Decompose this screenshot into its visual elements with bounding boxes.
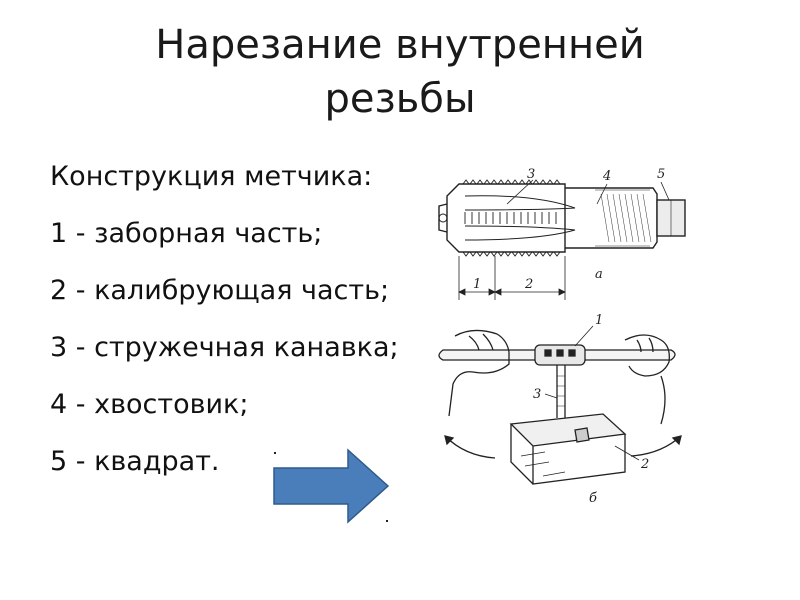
hatch-line (600, 193, 610, 243)
list-item: 2 - калибрующая часть; (50, 275, 390, 306)
tap-parts-list: Конструкция метчика: 1 - заборная часть;… (50, 148, 430, 490)
wrench-label-1: 1 (595, 313, 603, 328)
tap-threaded-part (446, 183, 566, 253)
thread-tooth (462, 179, 470, 257)
list-item: 4 - хвостовик; (50, 389, 249, 420)
thread-tooth (497, 179, 505, 257)
right-hand (624, 334, 670, 425)
list-item: 5 - квадрат. (50, 446, 220, 477)
wrench-tap-shaft (556, 365, 566, 418)
tap-drawing: 3 4 5 1 2 а (425, 160, 700, 305)
tap-wrench-drawing: 1 3 2 б (425, 306, 700, 511)
hatch-line (618, 193, 628, 243)
thread-tooth (518, 179, 526, 257)
tap-label-3: 3 (527, 167, 535, 182)
tap-label-4: 4 (602, 169, 611, 184)
tap-label-1: 1 (473, 277, 481, 292)
wrench-label-2: 2 (640, 457, 649, 472)
tap-thread-teeth (462, 179, 561, 257)
tap-caption-a: а (595, 267, 603, 282)
hatch-line (606, 193, 616, 243)
tap-wrench-background (425, 306, 700, 511)
thread-tooth (469, 179, 477, 257)
list-item: 3 - стружечная канавка; (50, 332, 399, 363)
stray-dot (386, 520, 388, 522)
thread-tooth (504, 179, 512, 257)
stray-dot (274, 452, 276, 454)
tap-leaders (506, 179, 670, 205)
hatch-line (612, 193, 622, 243)
hatch-line (636, 193, 646, 243)
thread-tooth (490, 179, 498, 257)
thread-tooth (532, 179, 540, 257)
list-item: 1 - заборная часть; (50, 218, 323, 249)
tap-label-2: 2 (524, 277, 533, 292)
hatch-line (624, 193, 634, 243)
hatch-line (642, 193, 652, 243)
list-heading: Конструкция метчика: (50, 161, 373, 192)
right-arrow-icon (273, 448, 390, 524)
tap-dimensions (458, 256, 566, 300)
thread-tooth (483, 179, 491, 257)
slide-title: Нарезание внутренней резьбы (60, 18, 740, 126)
left-hand (448, 329, 510, 417)
thread-tooth (511, 179, 519, 257)
wrench-label-3: 3 (533, 387, 541, 402)
tap-body (438, 183, 686, 253)
thread-tooth (553, 179, 561, 257)
thread-tooth (546, 179, 554, 257)
tap-label-5: 5 (657, 167, 665, 182)
tap-shank-hatching (600, 193, 652, 243)
hatch-line (630, 193, 640, 243)
thread-tooth (539, 179, 547, 257)
title-line-1: Нарезание внутренней (155, 22, 645, 68)
thread-tooth (525, 179, 533, 257)
wrench-caption-b: б (589, 491, 597, 506)
title-line-2: резьбы (324, 76, 476, 122)
thread-tooth (476, 179, 484, 257)
